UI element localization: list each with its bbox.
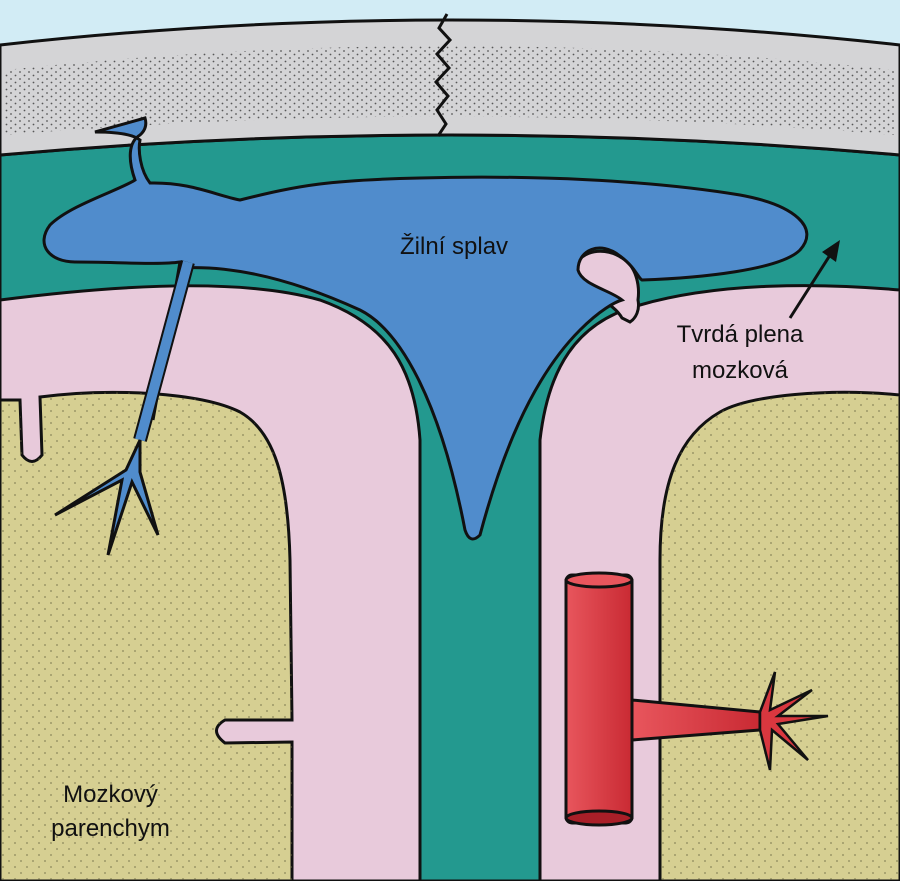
- artery-top: [564, 571, 634, 589]
- left-cortical-vein: [135, 260, 193, 442]
- skull-texture: [5, 46, 895, 135]
- venous-sinus: [42, 116, 809, 541]
- left-vein-branches: [54, 439, 160, 556]
- left-brain-texture: [0, 392, 292, 881]
- artery-bottom: [564, 809, 634, 827]
- label-dura-mater-line2: mozková: [691, 357, 789, 384]
- right-brain-texture: [660, 392, 900, 881]
- label-parenchyma-line2: parenchym: [51, 815, 170, 842]
- artery-branch-tips: [758, 671, 829, 771]
- artery-tip: [758, 671, 829, 771]
- skull-suture: [433, 13, 453, 137]
- label-dura-mater-line1: Tvrdá plena: [676, 321, 804, 348]
- dura-pointer-arrowhead: [822, 240, 840, 262]
- label-parenchyma-line1: Mozkový: [63, 781, 158, 808]
- label-venous-sinus: Žilní splav: [400, 233, 509, 260]
- dura-pointer-arrow: [788, 251, 834, 319]
- artery-trunk: [564, 573, 634, 825]
- vein-branch-tip: [54, 439, 160, 556]
